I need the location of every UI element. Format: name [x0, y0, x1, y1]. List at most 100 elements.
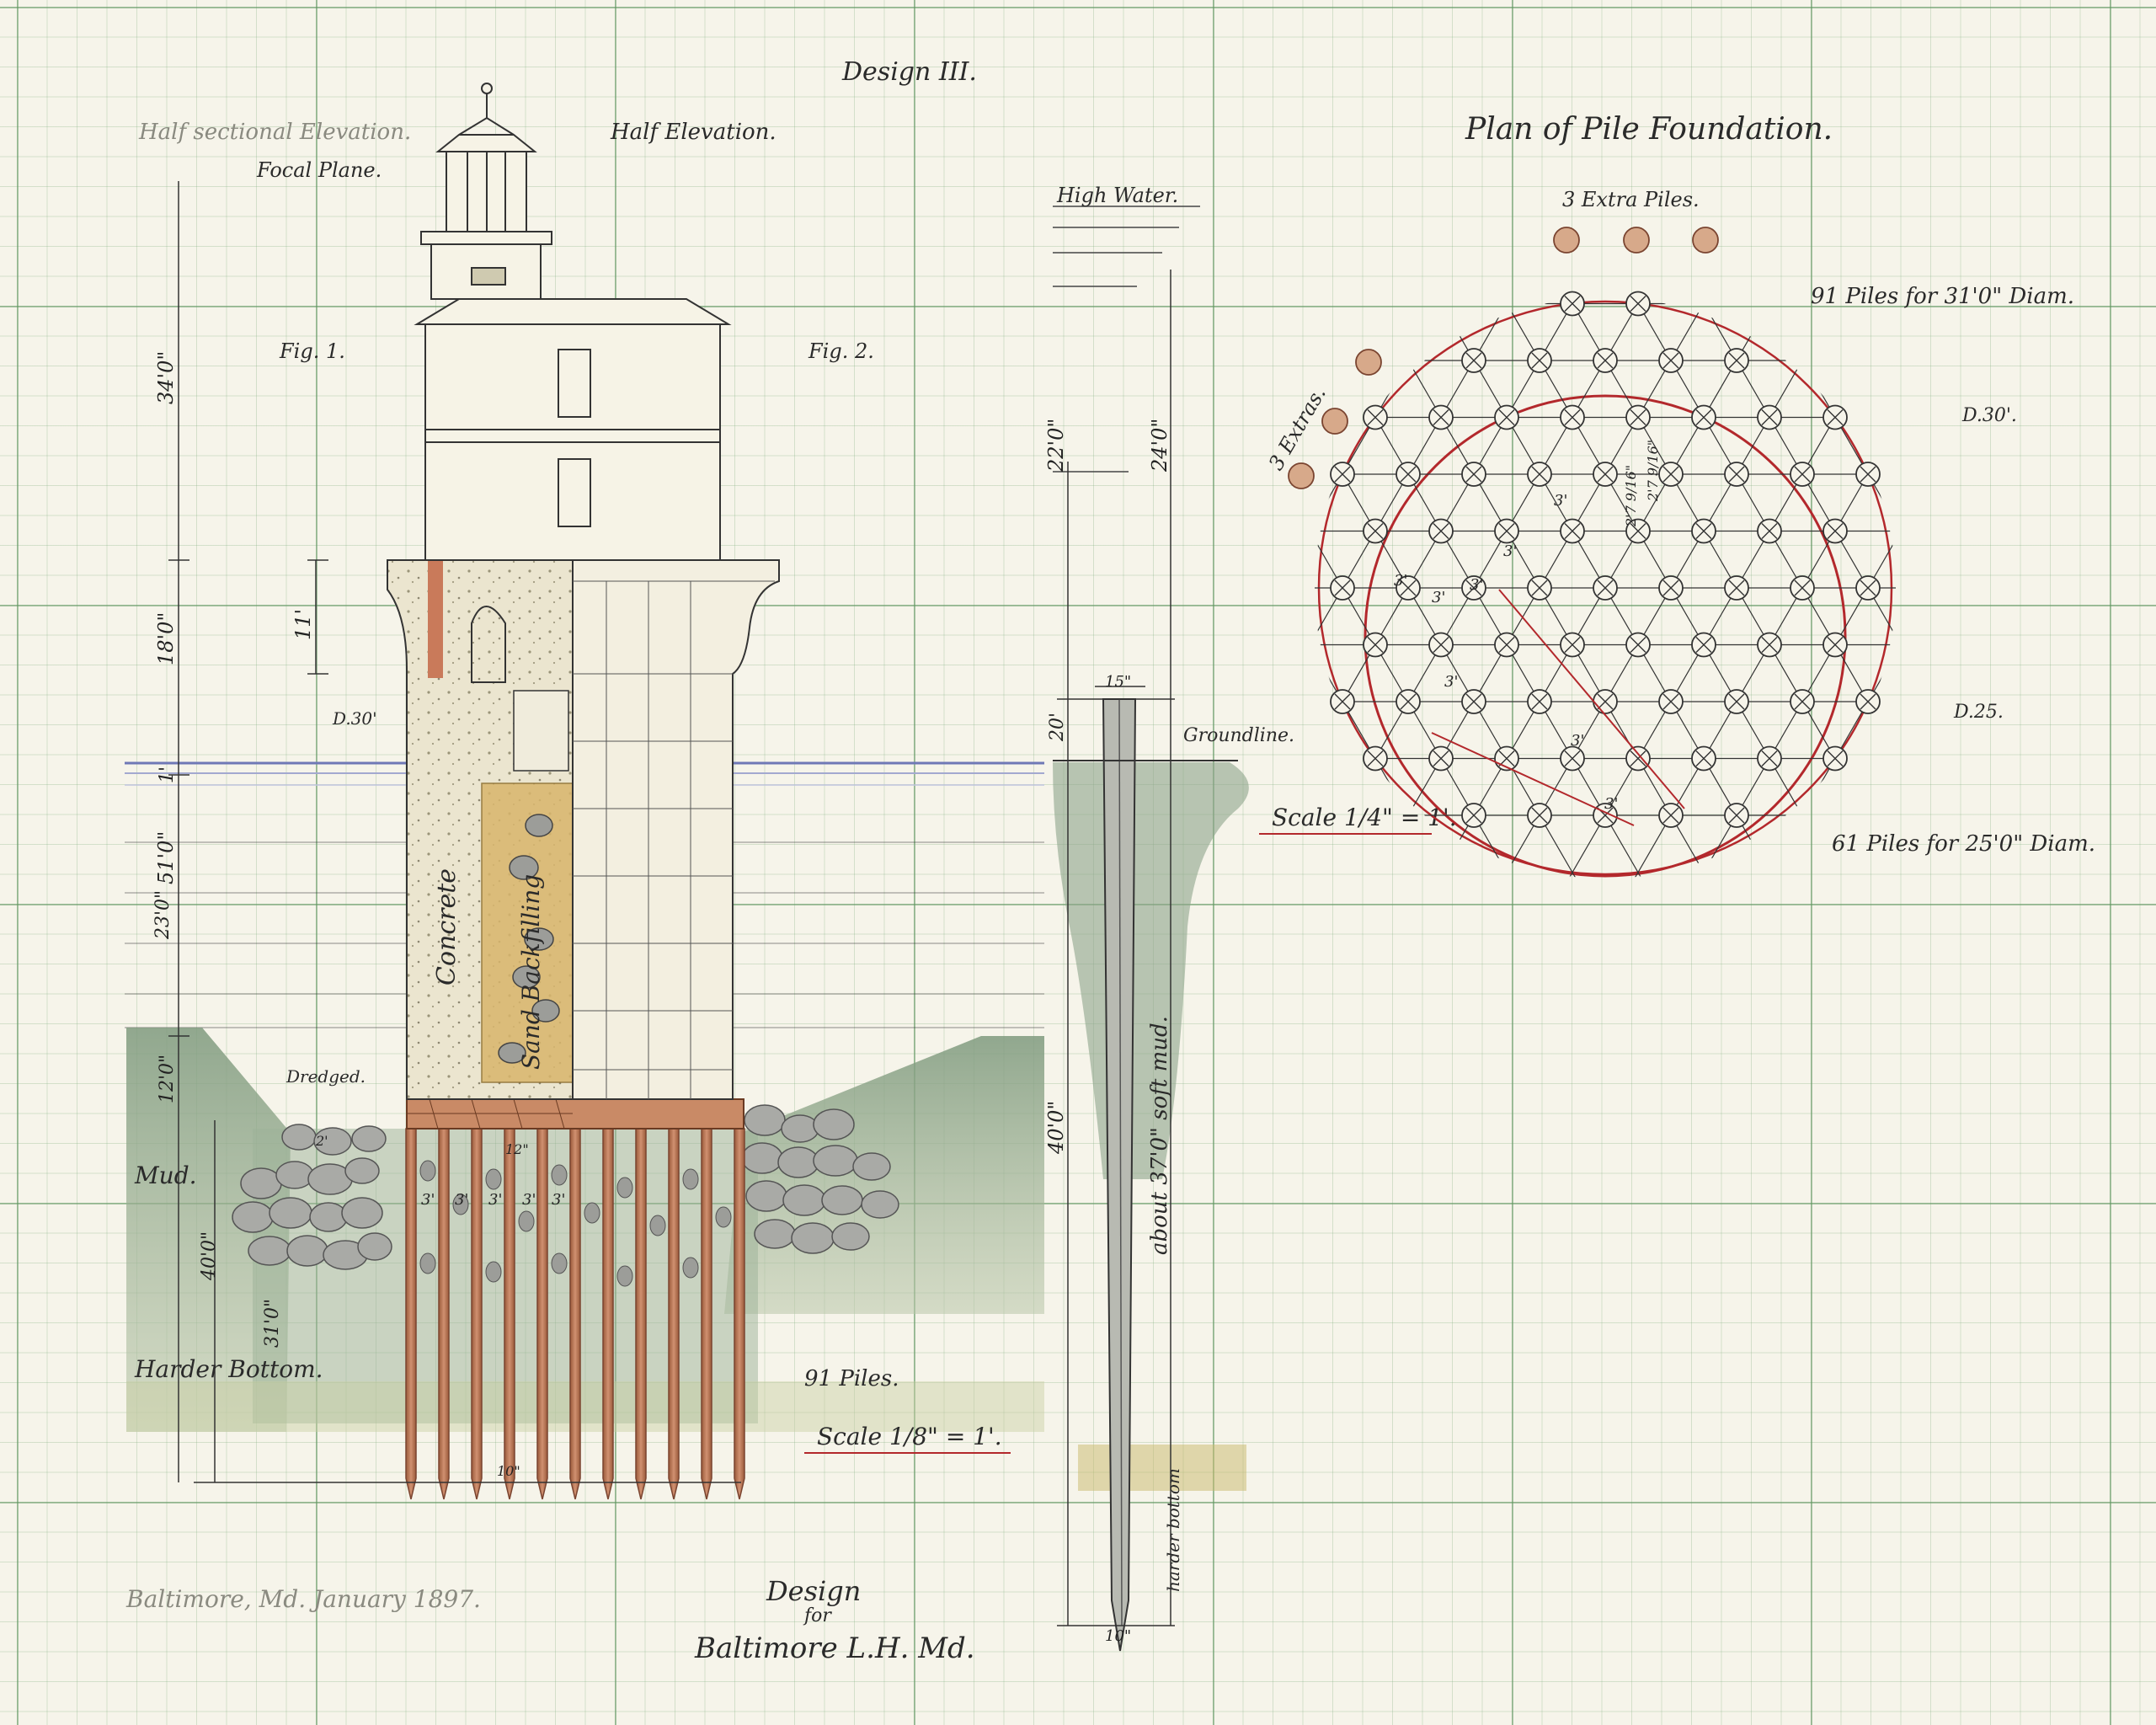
backfilling-label: Sand Backfilling	[517, 874, 545, 1070]
dim-34: 34'0"	[154, 351, 178, 404]
pile-marker	[1691, 404, 1716, 430]
dim-18: 18'0"	[154, 612, 178, 665]
pile-marker	[1855, 575, 1881, 601]
dim-12: 12'0"	[157, 1055, 178, 1103]
extra-piles-left-label: 3 Extras.	[1264, 382, 1331, 474]
pile-marker	[1428, 404, 1454, 430]
place-date-label: Baltimore, Md. January 1897.	[125, 1585, 481, 1613]
pile-marker	[1822, 518, 1848, 544]
focal-plane-label: Focal Plane.	[256, 158, 382, 182]
plan-spacing-labels: 3' 3' 3' 3' 3' 3' 3' 3'	[1394, 492, 1618, 813]
pile-harder-bottom-label: harder bottom	[1163, 1468, 1183, 1592]
pile-marker	[1691, 745, 1716, 772]
pile-marker	[1560, 404, 1585, 430]
pile-marker	[1494, 518, 1519, 544]
about-mud-label: about 37'0" soft mud.	[1147, 1016, 1172, 1255]
pile-marker	[1855, 689, 1881, 714]
pile-marker	[1625, 745, 1651, 772]
pile-marker	[1396, 689, 1421, 714]
pile-marker	[1625, 291, 1651, 317]
piles-count-label: 91 Piles.	[804, 1366, 899, 1391]
project-label: Baltimore L.H. Md.	[694, 1632, 975, 1665]
extra-pile-marker	[1355, 349, 1382, 376]
pile-spacing-4: 3'	[522, 1191, 536, 1209]
pile-marker	[1658, 348, 1684, 373]
dim-2ft-label: 2'	[315, 1133, 328, 1149]
pile-marker	[1363, 404, 1388, 430]
half-elevation-label: Half Elevation.	[610, 120, 776, 145]
pile-marker	[1691, 518, 1716, 544]
pile-marker	[1790, 462, 1815, 487]
dredged-label: Dredged.	[286, 1066, 366, 1087]
pile-marker	[1396, 575, 1421, 601]
design-title: Design III.	[841, 57, 977, 87]
riprap-left	[232, 1124, 392, 1270]
scale-pile-label: Scale 1/4" = 1'.	[1272, 804, 1457, 831]
d25-plan-label: D.25.	[1953, 702, 2004, 723]
pile-marker	[1691, 632, 1716, 658]
pile-marker	[1822, 745, 1848, 772]
caisson-section	[387, 559, 575, 1100]
pile-marker	[1560, 291, 1585, 317]
extra-pile-marker	[1288, 462, 1315, 489]
plan-spacing-2: 3'	[1432, 589, 1445, 606]
pile-marker	[1461, 348, 1486, 373]
piles-25-label: 61 Piles for 25'0" Diam.	[1832, 831, 2095, 857]
dim-11: 11'	[291, 609, 315, 640]
high-water-label: High Water.	[1056, 184, 1178, 207]
fig1-dimensions: 34'0" 18'0" 11' 1' 51'0" 23'0" 12'0" 40'…	[152, 351, 565, 1479]
pile-marker	[1461, 689, 1486, 714]
extra-pile-marker	[1553, 227, 1580, 254]
pile-marker	[1625, 632, 1651, 658]
harder-bottom-band	[126, 1381, 1044, 1432]
d30-plan-label: D.30'.	[1961, 405, 2017, 426]
fig1-label: Fig. 1.	[279, 339, 345, 363]
pile-marker	[1757, 404, 1782, 430]
pile-marker	[1724, 803, 1749, 828]
pile-dim-40: 40'0"	[1044, 1101, 1068, 1155]
pile-spacing-3: 3'	[488, 1191, 502, 1209]
plan-spacing-3: 3'	[1470, 576, 1483, 594]
dim-12in-label: 12"	[505, 1141, 529, 1157]
pile-marker	[1822, 632, 1848, 658]
pile-marker	[1428, 632, 1454, 658]
fig2-label: Fig. 2.	[808, 339, 874, 363]
pile-marker	[1658, 575, 1684, 601]
pile-marker	[1363, 632, 1388, 658]
plan-dim-a: 2'7 9/16"	[1623, 465, 1639, 527]
pile-marker	[1428, 745, 1454, 772]
pile-marker	[1625, 404, 1651, 430]
circle-d25	[1364, 394, 1847, 878]
pile-marker	[1593, 462, 1618, 487]
half-section-label: Half sectional Elevation.	[138, 120, 411, 145]
dim-40: 40'0"	[199, 1231, 220, 1281]
extra-pile-marker	[1623, 227, 1650, 254]
pile-marker	[1461, 803, 1486, 828]
pile-marker	[1658, 462, 1684, 487]
pile-marker	[1625, 518, 1651, 544]
d30-label: D.30'	[332, 708, 377, 729]
pile-marker	[1363, 745, 1388, 772]
plan-spacing-6: 3'	[1444, 673, 1458, 691]
pile-marker	[1527, 348, 1552, 373]
pile-marker	[1757, 518, 1782, 544]
pile-diam-label: 10"	[497, 1463, 520, 1479]
extra-pile-marker	[1692, 227, 1719, 254]
dim-51: 51'0"	[154, 831, 178, 884]
pile-marker	[1330, 689, 1355, 714]
scale-fig1: Scale 1/8" = 1'.	[817, 1423, 1002, 1450]
pile-dim-20: 20'	[1047, 713, 1068, 742]
plan-dim-b: 2'7 9/16"	[1645, 440, 1661, 502]
pile-marker	[1396, 462, 1421, 487]
pile-marker	[1330, 462, 1355, 487]
concrete-label: Concrete	[432, 868, 462, 985]
pile-spacing-1: 3'	[421, 1191, 435, 1209]
pile-marker	[1494, 632, 1519, 658]
pile-marker	[1790, 689, 1815, 714]
pile-marker	[1757, 632, 1782, 658]
pile-marker	[1527, 803, 1552, 828]
pile-marker	[1527, 575, 1552, 601]
for-label: for	[803, 1605, 832, 1626]
